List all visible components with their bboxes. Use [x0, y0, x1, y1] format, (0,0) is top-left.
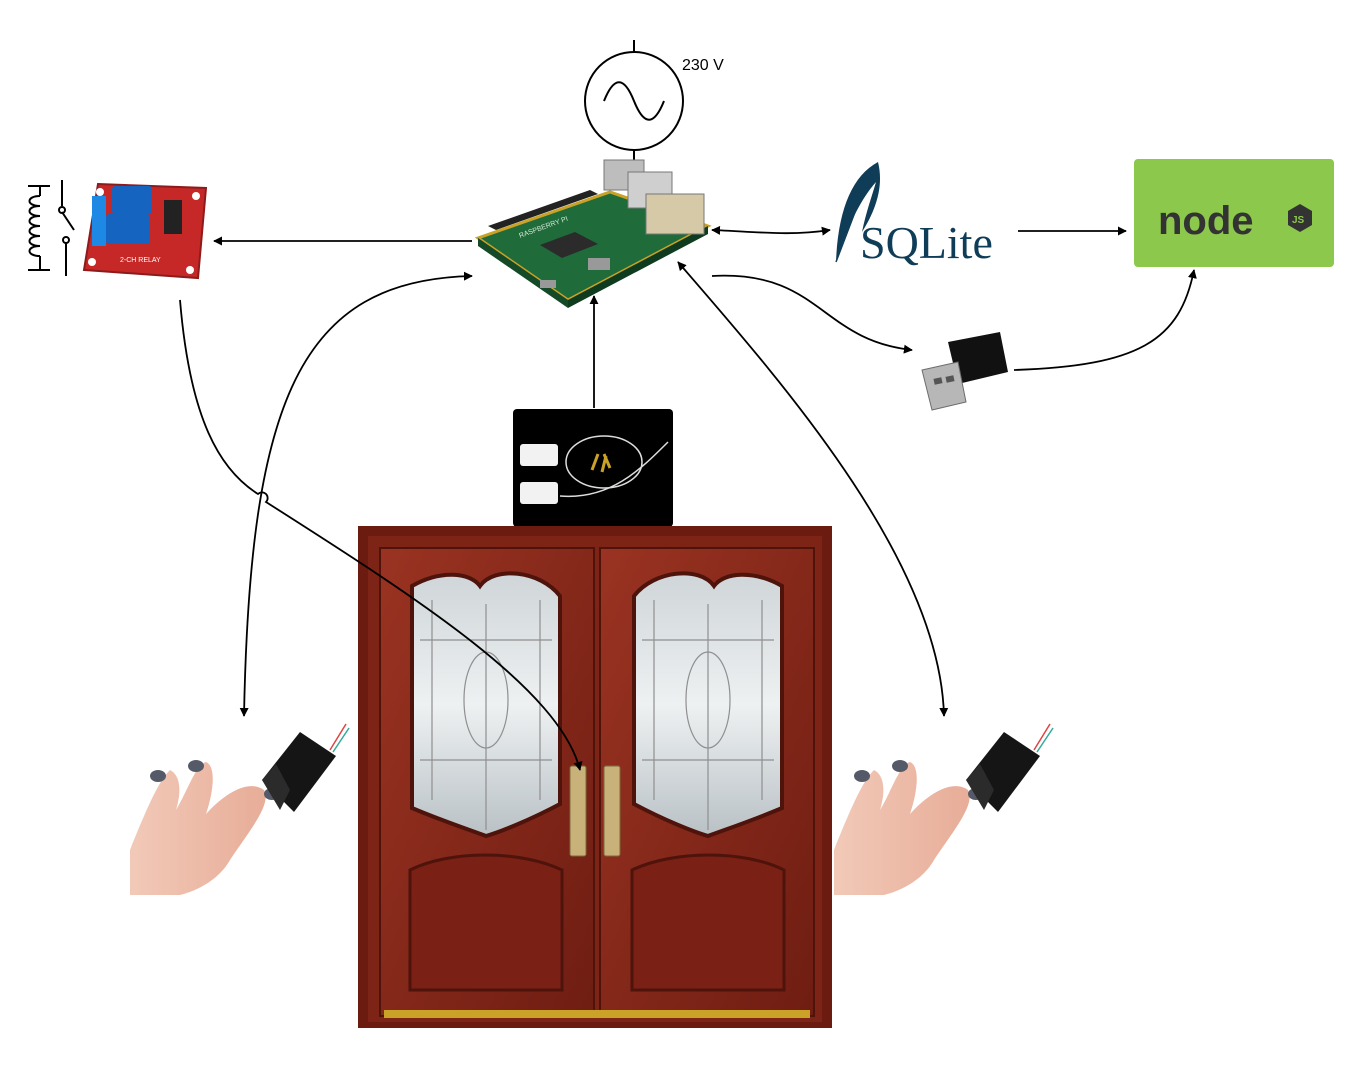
voltage-label: 230 V	[682, 57, 724, 74]
connector-pi-to-usb	[711, 274, 913, 354]
reed-switch-kit-icon	[513, 409, 673, 527]
connector-pi-left-sensor	[239, 271, 473, 717]
usb-wifi-dongle-icon	[921, 332, 1008, 411]
connector-pi-sqlite	[711, 225, 831, 236]
coil-switch-symbol-icon	[28, 180, 75, 276]
relay-module-icon: 2-CH RELAY	[82, 182, 208, 280]
double-door-icon	[358, 526, 832, 1028]
connector-pi-right-sensor	[677, 261, 949, 717]
fingerprint-sensor-icon	[834, 720, 1054, 895]
connector-usb-to-node	[1013, 269, 1197, 371]
sqlite-logo-icon: SQLite	[835, 162, 993, 268]
connector-relay-to-lock	[179, 299, 583, 771]
ac-source-icon	[584, 40, 684, 160]
node-js-badge: JS	[1292, 215, 1305, 226]
sqlite-text: SQLite	[860, 217, 993, 268]
relay-board-print: 2-CH RELAY	[120, 257, 161, 264]
raspberry-pi-icon: RASPBERRY PI	[474, 159, 712, 308]
nodejs-logo-icon: node JS	[1134, 159, 1334, 267]
fingerprint-sensor-icon	[130, 720, 350, 895]
node-text: node	[1158, 199, 1254, 243]
